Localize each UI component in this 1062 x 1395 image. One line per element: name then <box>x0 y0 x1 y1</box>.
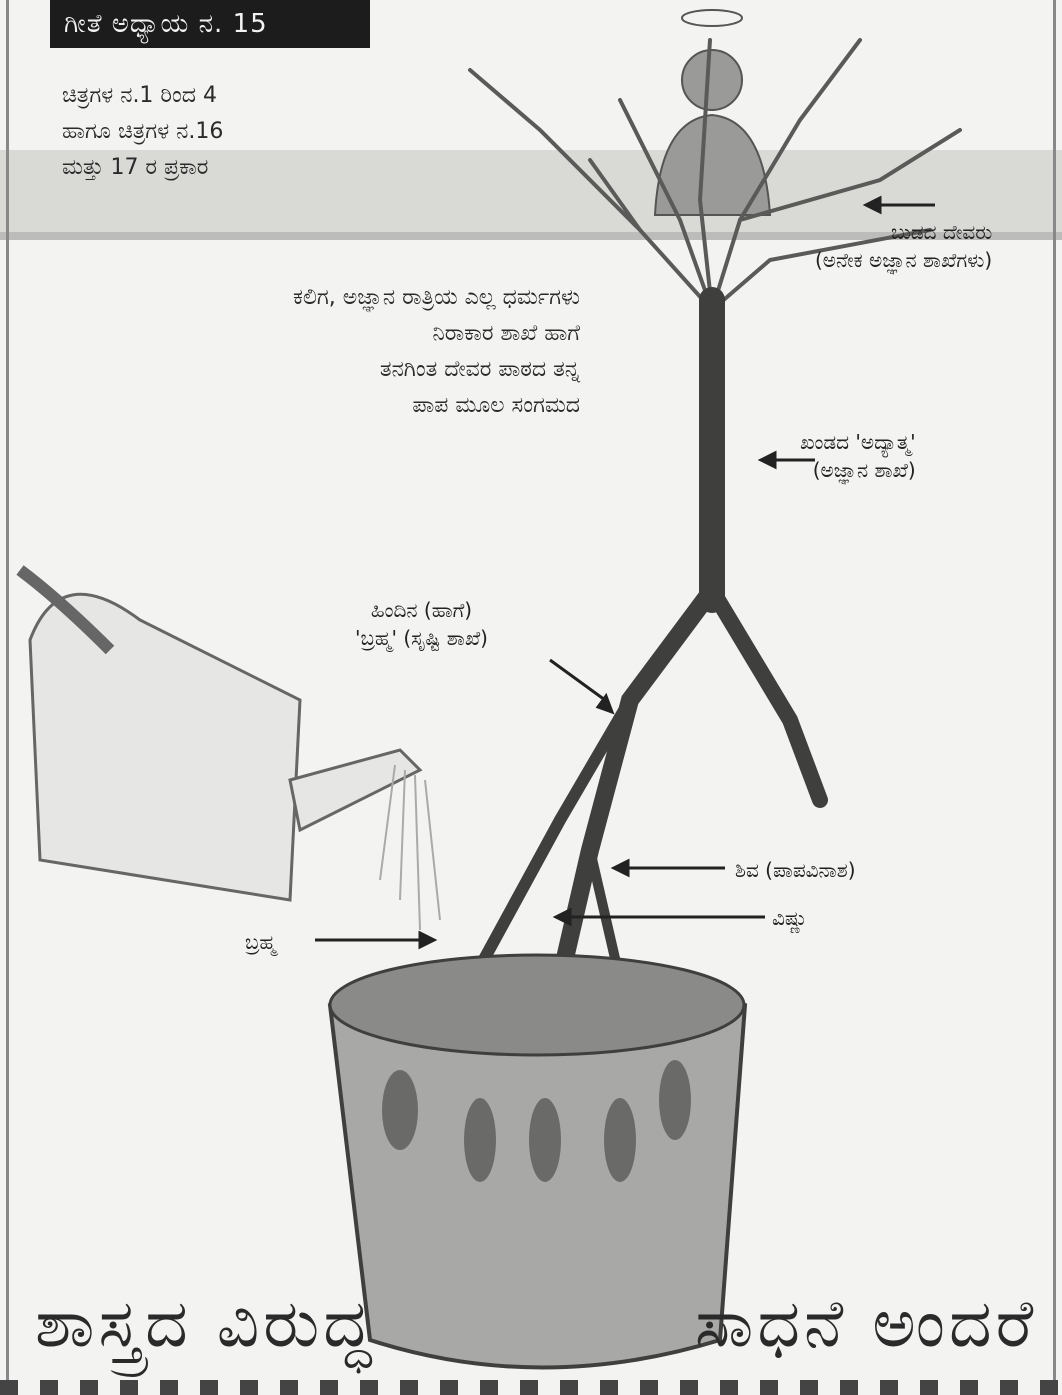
crown-branches-label: ಬುಡದ ದೇವರು (ಅನೇಕ ಅಜ್ಞಾನ ಶಾಖೆಗಳು) <box>815 218 992 274</box>
intro-note-line: ತನಗಿಂತ ದೇವರ ಪಾಠದ ತನ್ನ <box>60 352 580 388</box>
fork-label-line: ಹಿಂದಿನ (ಹಾಗೆ) <box>355 596 488 624</box>
crown-branches-label-line: ಬುಡದ ದೇವರು <box>815 218 992 246</box>
reference-note-line: ಹಾಗೂ ಚಿತ್ರಗಳ ನ.16 <box>62 114 223 150</box>
title-left: ಶಾಸ್ತ್ರದ ವಿರುದ್ಧ <box>35 1285 375 1364</box>
page-frame <box>6 0 1056 1390</box>
reference-note: ಚಿತ್ರಗಳ ನ.1 ರಿಂದ 4 ಹಾಗೂ ಚಿತ್ರಗಳ ನ.16 ಮತ್… <box>62 78 223 186</box>
reference-note-line: ಚಿತ್ರಗಳ ನ.1 ರಿಂದ 4 <box>62 78 223 114</box>
cut-off-text-strip <box>0 1380 1062 1395</box>
fork-label: ಹಿಂದಿನ (ಹಾಗೆ) 'ಬ್ರಹ್ಮ' (ಸೃಷ್ಟಿ ಶಾಖೆ) <box>355 596 488 652</box>
root-label-brahma: ಬ್ರಹ್ಮ <box>245 928 276 956</box>
root-label-shiva: ಶಿವ (ಪಾಪವಿನಾಶ) <box>735 856 856 884</box>
trunk-label: ಖಂಡದ 'ಅದ್ಯಾತ್ಮ' (ಅಜ್ಞಾನ ಶಾಖೆ) <box>800 428 916 484</box>
intro-note-line: ನಿರಾಕಾರ ಶಾಖೆ ಹಾಗೆ <box>60 316 580 352</box>
intro-note: ಕಲಿಗ, ಅಜ್ಞಾನ ರಾತ್ರಿಯ ಎಲ್ಲ ಧರ್ಮಗಳು ನಿರಾಕಾ… <box>60 280 580 424</box>
chapter-reference-tag: ಗೀತೆ ಅಧ್ಯಾಯ ನ. 15 <box>50 0 370 48</box>
trunk-label-line: ಖಂಡದ 'ಅದ್ಯಾತ್ಮ' <box>800 428 916 456</box>
intro-note-line: ಕಲಿಗ, ಅಜ್ಞಾನ ರಾತ್ರಿಯ ಎಲ್ಲ ಧರ್ಮಗಳು <box>60 280 580 316</box>
trunk-label-line: (ಅಜ್ಞಾನ ಶಾಖೆ) <box>800 456 916 484</box>
fork-label-line: 'ಬ್ರಹ್ಮ' (ಸೃಷ್ಟಿ ಶಾಖೆ) <box>355 624 488 652</box>
title-right: ಸಾಧನೆ ಅಂದರೆ <box>695 1285 1037 1364</box>
intro-note-line: ಪಾಪ ಮೂಲ ಸಂಗಮದ <box>60 388 580 424</box>
reference-note-line: ಮತ್ತು 17 ರ ಪ್ರಕಾರ <box>62 150 223 186</box>
root-label-vishnu: ವಿಷ್ಣು <box>772 904 808 932</box>
crown-branches-label-line: (ಅನೇಕ ಅಜ್ಞಾನ ಶಾಖೆಗಳು) <box>815 246 992 274</box>
